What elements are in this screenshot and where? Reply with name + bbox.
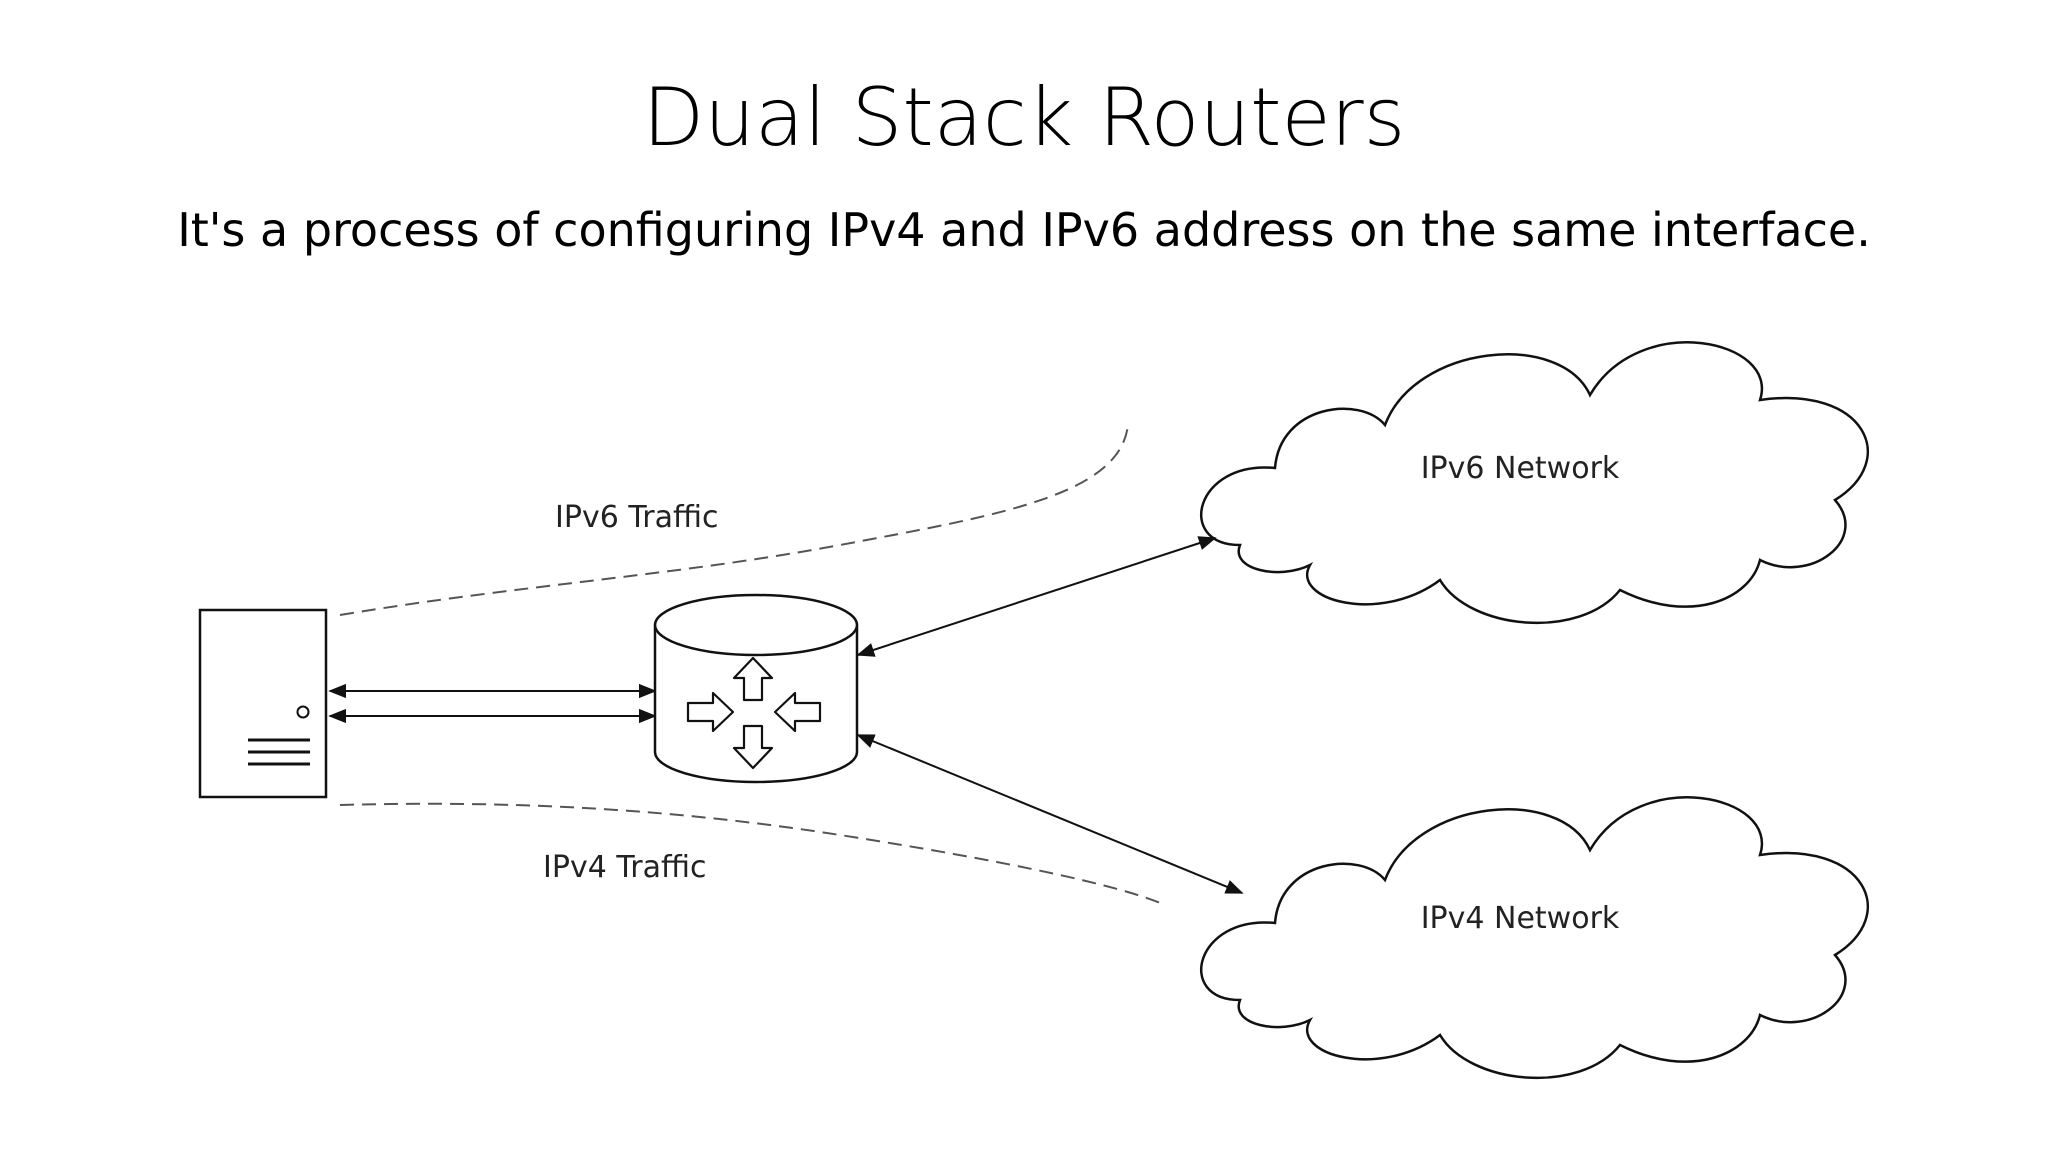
ipv6-network-cloud-icon [1200,341,1870,625]
ipv4-network-cloud-icon [1200,796,1870,1080]
router-icon [653,593,859,784]
ipv4-traffic-label: IPv4 Traffic [543,850,706,885]
router-ipv6-network-link [856,536,1217,657]
router-ipv4-network-link [856,734,1244,894]
slide-title: Dual Stack Routers [642,71,1406,164]
ipv6-traffic-path [339,424,1129,616]
server-icon [198,608,328,799]
slide-subtitle: It's a process of configuring IPv4 and I… [177,203,1871,257]
ipv4-traffic-path [339,802,1166,906]
ipv6-network-label: IPv6 Network [1421,451,1620,486]
ipv4-network-label: IPv4 Network [1421,901,1620,936]
ipv6-traffic-label: IPv6 Traffic [555,500,718,535]
